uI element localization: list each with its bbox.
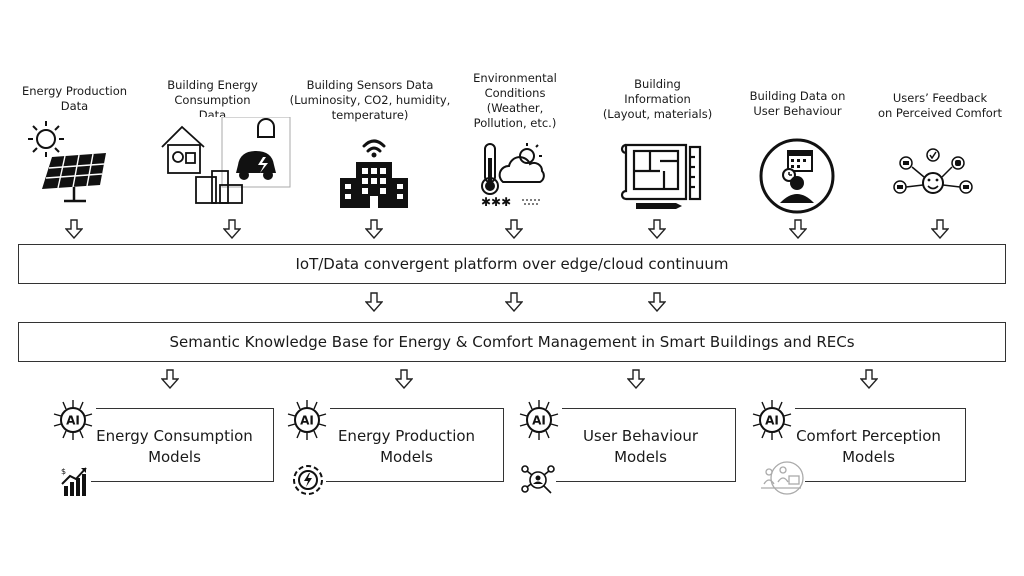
svg-text:AI: AI bbox=[66, 414, 80, 428]
svg-text:AI: AI bbox=[765, 414, 779, 428]
ai-chip-icon: AI bbox=[516, 398, 562, 442]
source-label-environmental-conditions: Environmental Conditions (Weather, Pollu… bbox=[473, 71, 557, 130]
energy-gear-icon bbox=[290, 462, 326, 498]
arrow-down-icon bbox=[789, 219, 807, 239]
svg-text:✱✱✱: ✱✱✱ bbox=[481, 195, 511, 209]
energy-production-models-box bbox=[319, 408, 504, 482]
user-behaviour-models-box bbox=[551, 408, 736, 482]
solar-panel-sun-icon bbox=[24, 117, 112, 205]
arrow-down-icon bbox=[931, 219, 949, 239]
arrow-down-icon bbox=[65, 219, 83, 239]
arrow-down-icon bbox=[223, 219, 241, 239]
source-label-user-behaviour: Building Data on User Behaviour bbox=[749, 89, 846, 118]
arrow-down-icon bbox=[627, 369, 645, 389]
energy-consumption-models-box bbox=[86, 408, 274, 482]
arrow-down-icon bbox=[505, 292, 523, 312]
smart-building-icon bbox=[336, 132, 412, 210]
arrow-down-icon bbox=[395, 369, 413, 389]
ai-chip-icon: AI bbox=[50, 398, 96, 442]
ai-chip-icon: AI bbox=[284, 398, 330, 442]
semantic-knowledge-base-bar: Semantic Knowledge Base for Energy & Com… bbox=[18, 322, 1006, 362]
comfort-feedback-icon bbox=[888, 143, 978, 207]
arrow-down-icon bbox=[365, 219, 383, 239]
iot-platform-label: IoT/Data convergent platform over edge/c… bbox=[295, 255, 729, 273]
comfort-people-icon bbox=[757, 458, 805, 498]
source-label-energy-production: Energy Production Data bbox=[21, 84, 128, 113]
arrow-down-icon bbox=[860, 369, 878, 389]
svg-text:AI: AI bbox=[532, 414, 546, 428]
user-calendar-icon bbox=[756, 137, 838, 215]
arrow-down-icon bbox=[365, 292, 383, 312]
thermometer-weather-icon: ✱✱✱ bbox=[477, 138, 551, 210]
blueprint-icon bbox=[620, 137, 706, 213]
ai-chip-icon: AI bbox=[749, 398, 795, 442]
growth-chart-icon: $ bbox=[57, 464, 91, 498]
source-label-users-feedback: Users’ Feedback on Perceived Comfort bbox=[877, 91, 1003, 120]
house-ev-charger-icon bbox=[160, 116, 292, 207]
semantic-knowledge-base-label: Semantic Knowledge Base for Energy & Com… bbox=[169, 333, 855, 351]
energy-consumption-models-label: Energy Consumption Models bbox=[96, 427, 253, 466]
source-label-building-information: Building Information (Layout, materials) bbox=[602, 77, 713, 121]
iot-platform-bar: IoT/Data convergent platform over edge/c… bbox=[18, 244, 1006, 284]
user-analysis-icon bbox=[520, 463, 556, 497]
arrow-down-icon bbox=[648, 292, 666, 312]
arrow-down-icon bbox=[648, 219, 666, 239]
comfort-perception-models-label: Comfort Perception Models bbox=[796, 427, 941, 466]
user-behaviour-models-label: User Behaviour Models bbox=[582, 427, 699, 466]
arrow-down-icon bbox=[161, 369, 179, 389]
arrow-down-icon bbox=[505, 219, 523, 239]
svg-text:$: $ bbox=[61, 467, 66, 476]
energy-production-models-label: Energy Production Models bbox=[337, 427, 476, 466]
svg-text:AI: AI bbox=[300, 414, 314, 428]
comfort-perception-models-box bbox=[784, 408, 966, 482]
source-label-building-sensors: Building Sensors Data (Luminosity, CO2, … bbox=[289, 78, 451, 122]
